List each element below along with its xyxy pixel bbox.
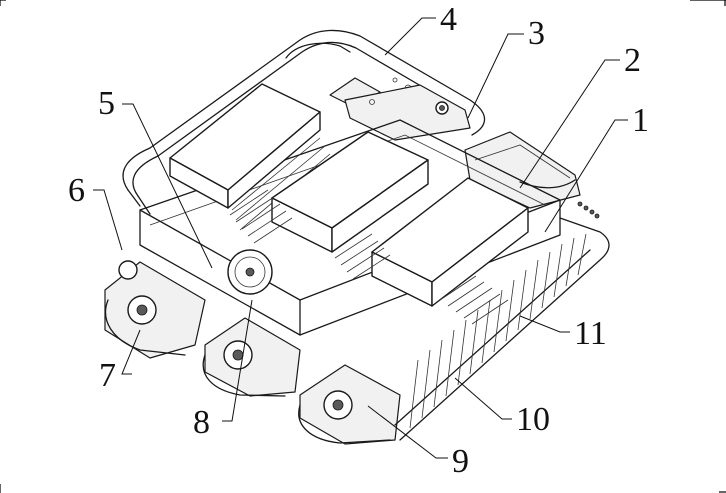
tail-bracket xyxy=(464,131,600,219)
leader-8 xyxy=(222,299,253,422)
callout-9: 9 xyxy=(452,443,469,480)
callout-4: 4 xyxy=(440,1,457,38)
leader-4 xyxy=(384,17,436,56)
rear-plate xyxy=(344,84,471,141)
callout-11: 11 xyxy=(574,315,607,352)
leader-2 xyxy=(519,59,620,189)
fin-rows xyxy=(229,189,509,325)
callout-5: 5 xyxy=(98,85,115,122)
leader-11 xyxy=(519,315,570,333)
callout-3: 3 xyxy=(528,15,545,52)
track-module-left xyxy=(104,260,206,359)
leader-6 xyxy=(93,189,123,251)
callout-1: 1 xyxy=(632,102,649,139)
track-belt xyxy=(394,217,610,441)
leader-1 xyxy=(544,119,628,233)
leader-9 xyxy=(367,405,448,459)
battery-pack-right xyxy=(371,177,529,307)
callout-6: 6 xyxy=(68,172,85,209)
leader-5 xyxy=(122,103,213,269)
leader-7 xyxy=(121,329,141,375)
callout-2: 2 xyxy=(624,42,641,79)
leader-lines xyxy=(93,17,628,459)
drive-sprocket xyxy=(227,249,273,295)
callout-labels: 1 2 3 4 5 6 7 8 9 10 11 xyxy=(68,1,649,480)
callout-10: 10 xyxy=(516,401,550,438)
leader-10 xyxy=(454,377,512,420)
track-module-middle xyxy=(202,317,301,397)
callout-8: 8 xyxy=(193,404,210,441)
bumper-frame xyxy=(122,29,486,215)
callout-7: 7 xyxy=(99,357,116,394)
leader-3 xyxy=(467,33,524,119)
battery-pack-middle xyxy=(271,131,429,253)
track-module-right xyxy=(298,364,401,445)
